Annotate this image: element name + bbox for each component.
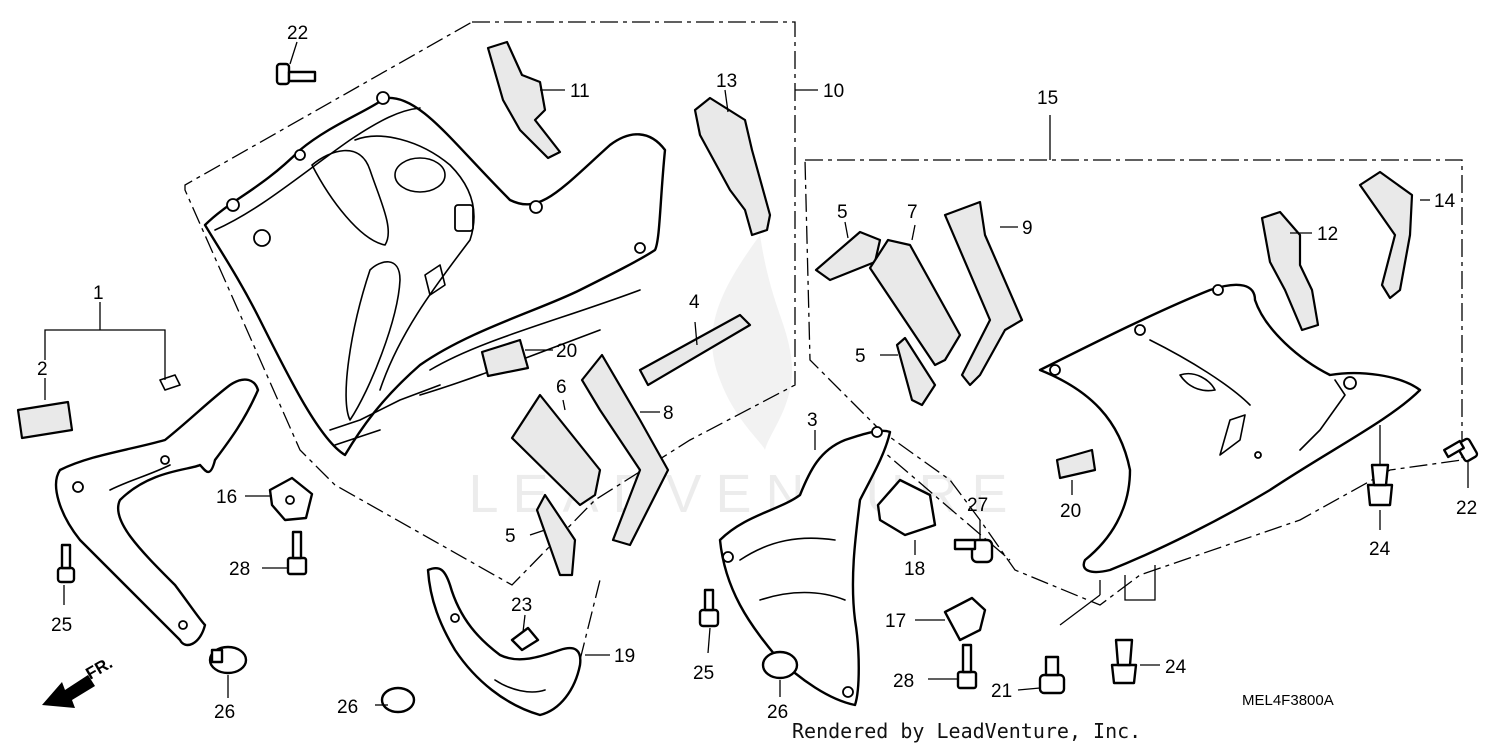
bracket-24 xyxy=(1099,565,1156,601)
foam-strip-4 xyxy=(638,313,752,387)
bracket-1 xyxy=(44,329,166,380)
right-panel-15 xyxy=(1038,283,1422,574)
callout-14: 14 xyxy=(1434,191,1456,212)
callout-5-upper: 5 xyxy=(837,202,848,223)
callout-11: 11 xyxy=(570,81,590,102)
callout-20-left: 20 xyxy=(556,341,577,362)
callout-2: 2 xyxy=(37,359,48,380)
bolt-27 xyxy=(953,538,994,564)
rivet-24-bottom xyxy=(1110,638,1138,685)
callout-12: 12 xyxy=(1317,224,1338,245)
bolt-28-left xyxy=(286,530,308,576)
foam-piece-2 xyxy=(16,400,74,440)
fasteners xyxy=(56,62,1479,714)
screw-22-top xyxy=(275,62,317,86)
callout-24-bottom: 24 xyxy=(1165,657,1187,678)
callout-5-lower-right: 5 xyxy=(855,346,866,367)
callout-10: 10 xyxy=(823,81,844,102)
callout-16: 16 xyxy=(216,487,237,508)
front-direction-arrow: FR. xyxy=(42,653,116,708)
foam-pad-8 xyxy=(580,353,670,547)
diagram-reference-code: MEL4F3800A xyxy=(1242,692,1334,709)
callout-28-right: 28 xyxy=(893,671,914,692)
leader-lines xyxy=(44,41,1469,706)
callout-17: 17 xyxy=(885,611,906,632)
clip-18 xyxy=(876,478,937,537)
callout-18: 18 xyxy=(904,559,925,580)
callout-23: 23 xyxy=(511,595,532,616)
callout-25-left: 25 xyxy=(51,615,72,636)
callout-15: 15 xyxy=(1037,88,1058,109)
callout-4: 4 xyxy=(689,292,700,313)
callout-26-middle: 26 xyxy=(337,697,358,718)
inner-panel-10 xyxy=(203,91,667,457)
foam-pad-14 xyxy=(1358,170,1414,300)
callout-22-top: 22 xyxy=(287,23,308,44)
foam-piece-20-left xyxy=(480,338,530,378)
foam-pad-6 xyxy=(510,393,602,507)
callout-20-right: 20 xyxy=(1060,501,1081,522)
callout-27: 27 xyxy=(967,495,988,516)
nut-23 xyxy=(510,626,540,652)
clip-16 xyxy=(268,476,314,522)
rivet-26-left xyxy=(208,645,248,675)
callout-labels: 22 11 13 10 15 14 12 5 7 9 1 4 20 5 2 6 … xyxy=(37,23,1477,723)
foam-pad-9 xyxy=(943,200,1024,387)
rivet-24-right xyxy=(1366,463,1394,507)
callout-26-left: 26 xyxy=(214,702,235,723)
lower-cover-19 xyxy=(426,566,582,717)
callout-26-right: 26 xyxy=(767,702,788,723)
callout-7: 7 xyxy=(907,202,918,223)
pin-25-left xyxy=(56,543,76,584)
pin-25-right xyxy=(698,588,720,628)
callout-9: 9 xyxy=(1022,218,1033,239)
screw-22-right xyxy=(1443,437,1479,463)
foam-pad-13 xyxy=(693,96,772,237)
bolt-28-right xyxy=(956,643,978,690)
foam-pad-5-lower-right xyxy=(895,336,937,407)
callout-21: 21 xyxy=(991,681,1012,702)
callout-28-left: 28 xyxy=(229,559,250,580)
rivet-26-right xyxy=(761,650,799,680)
callout-22-right: 22 xyxy=(1456,498,1477,519)
callout-24-right: 24 xyxy=(1369,539,1391,560)
foam-pad-11 xyxy=(486,40,562,160)
callout-8: 8 xyxy=(663,403,674,424)
foam-pad-7 xyxy=(868,238,962,367)
clip-17 xyxy=(943,596,987,642)
callout-6: 6 xyxy=(556,377,567,398)
rivet-26-middle xyxy=(380,686,416,714)
screw-21 xyxy=(1038,655,1066,695)
side-cover-1 xyxy=(54,374,260,647)
credit-text: Rendered by LeadVenture, Inc. xyxy=(792,719,1141,743)
group-boundary-10 xyxy=(184,21,796,586)
callout-5-lower-left: 5 xyxy=(505,526,516,547)
foam-pad-5-upper xyxy=(814,230,882,282)
foam-pad-5-lower-left xyxy=(535,493,577,577)
callout-3: 3 xyxy=(807,410,818,431)
callout-19: 19 xyxy=(614,646,635,667)
foam-piece-20-right xyxy=(1055,448,1097,480)
group-line-19 xyxy=(579,579,601,661)
callout-1: 1 xyxy=(93,283,104,304)
callout-13: 13 xyxy=(716,71,737,92)
callout-25-right: 25 xyxy=(693,663,714,684)
foam-pad-12 xyxy=(1260,210,1320,332)
